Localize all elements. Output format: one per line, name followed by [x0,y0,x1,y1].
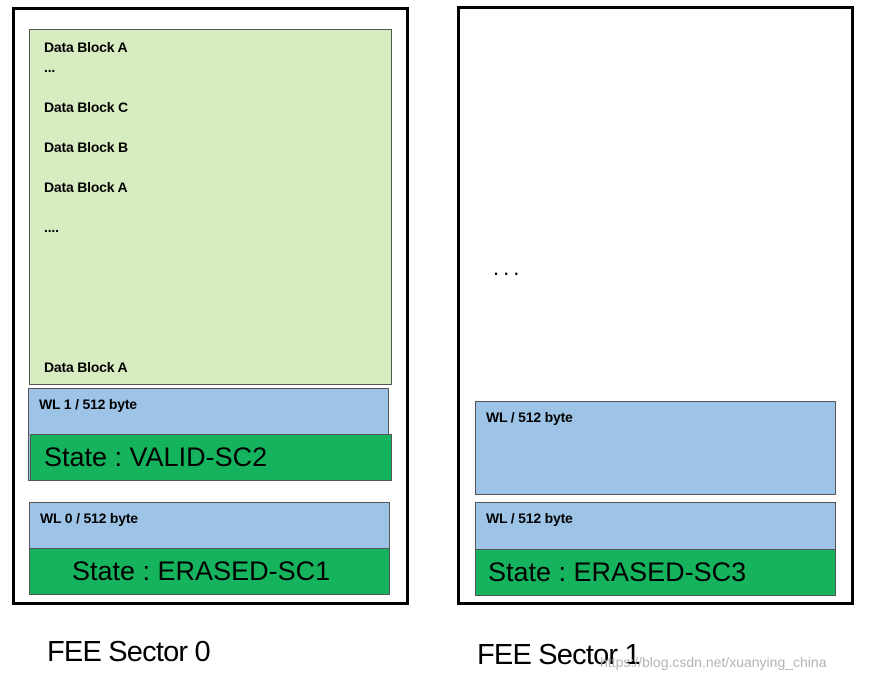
data-block-ellipsis-2: .... [44,219,59,235]
state-erased-sc1-label: State : ERASED-SC1 [72,556,331,586]
wordline-1-label: WL 1 / 512 byte [39,396,137,412]
data-block-4: Data Block A [44,179,128,195]
sector-1-wordline-bottom-state: State : ERASED-SC3 [475,549,836,596]
sector-0-data-area: Data Block A ... Data Block C Data Block… [29,29,392,385]
wordline-top-label: WL / 512 byte [486,409,573,425]
state-valid-label: State : VALID-SC2 [44,442,268,472]
watermark: https://blog.csdn.net/xuanying_china [600,654,827,670]
state-erased-sc3-label: State : ERASED-SC3 [488,557,747,587]
sector-0-wordline-1-state: State : VALID-SC2 [30,434,392,481]
data-block-3: Data Block B [44,139,128,155]
sector-1-wordline-top: WL / 512 byte [475,401,836,495]
sector-0-wordline-0-state: State : ERASED-SC1 [29,548,390,595]
data-block-1: Data Block A [44,39,128,55]
wordline-bottom-label: WL / 512 byte [486,510,573,526]
sector-1-caption: FEE Sector 1 [477,639,641,671]
sector-0-caption: FEE Sector 0 [47,636,211,668]
data-block-2: Data Block C [44,99,128,115]
sector-1-ellipsis: ... [493,255,524,280]
data-block-5: Data Block A [44,359,128,375]
data-block-ellipsis-1: ... [44,59,56,75]
wordline-0-label: WL 0 / 512 byte [40,510,138,526]
